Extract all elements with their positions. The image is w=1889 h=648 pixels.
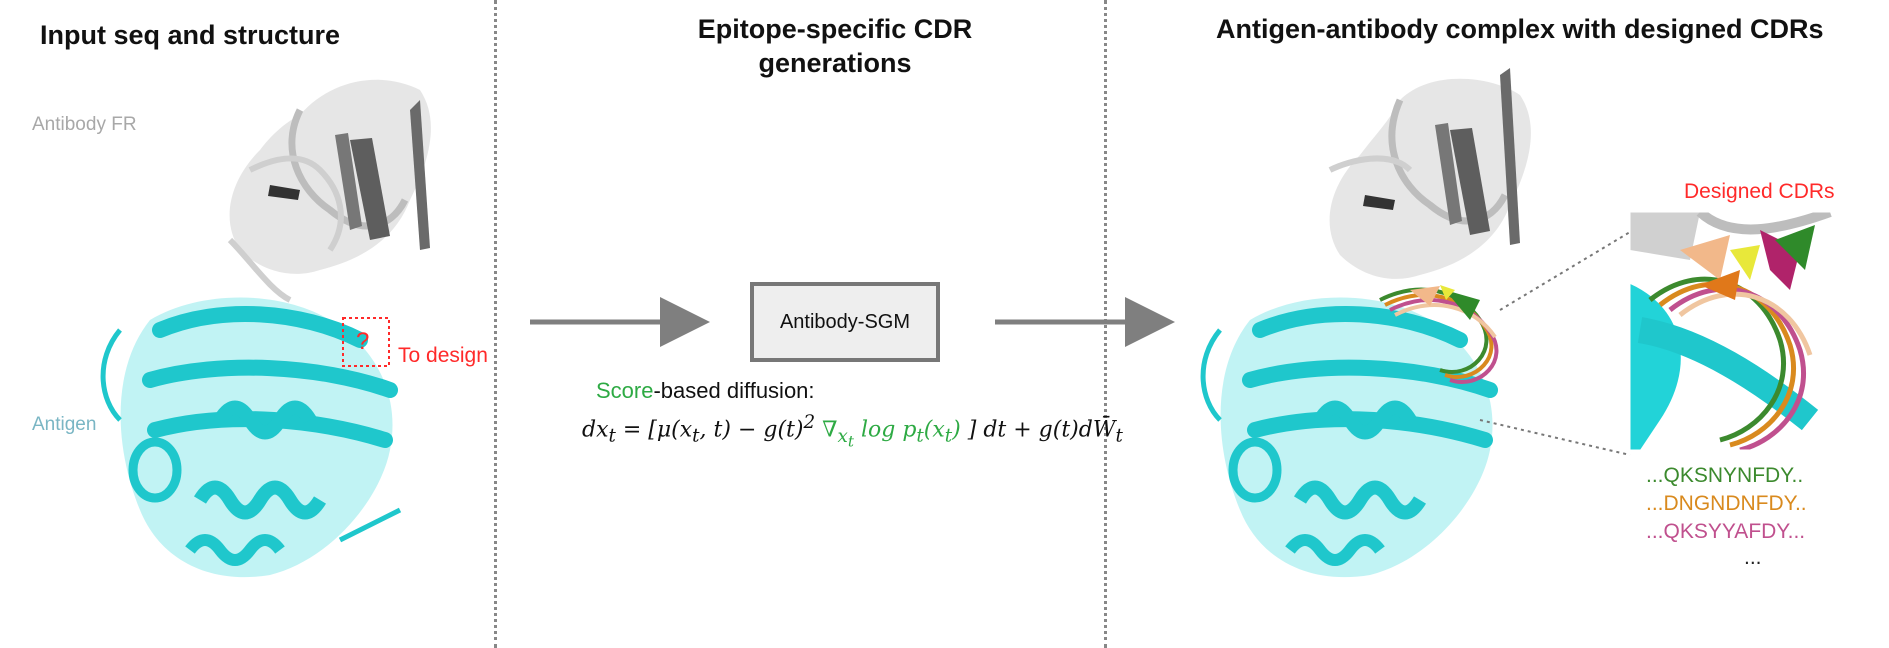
input-antigen-structure	[100, 297, 402, 578]
eq-log: log p	[853, 417, 917, 443]
eq-xt-sub: t	[692, 425, 700, 447]
diffusion-rest: -based diffusion:	[653, 378, 815, 403]
score-word: Score	[596, 378, 654, 403]
eq-arg-close: )	[952, 417, 961, 443]
eq-lhs-sub: t	[608, 425, 616, 447]
output-panel-title: Antigen-antibody complex with designed C…	[1216, 14, 1824, 44]
eq-log-sub: t	[916, 425, 924, 447]
input-panel-title: Input seq and structure	[40, 20, 341, 50]
eq-arg: (x	[923, 417, 945, 443]
eq-part3: ] dt + g(t)dW̄	[960, 417, 1116, 443]
eq-sup: 2	[803, 412, 816, 433]
to-design-label: To design	[398, 344, 488, 367]
eq-part1: = [μ(x	[615, 417, 693, 443]
sde-equation: dxt = [μ(xt, t) − g(t)2 ∇xt log pt(xt) ]…	[582, 412, 1123, 450]
sequence-ellipsis: ...	[1744, 546, 1762, 569]
score-diffusion-label: Score-based diffusion:	[596, 378, 815, 404]
question-mark: ?	[356, 328, 370, 355]
antibody-sgm-box: Antibody-SGM	[750, 282, 940, 362]
eq-grad-sub: xt	[837, 425, 854, 451]
generation-title-line1: Epitope-specific CDR	[697, 14, 973, 44]
generation-title-line2: generations	[758, 48, 912, 78]
eq-end-sub: t	[1115, 425, 1123, 447]
eq-arg-sub: t	[944, 425, 953, 447]
output-antibody-structure	[1328, 68, 1531, 279]
to-design-box	[342, 317, 390, 367]
designed-cdrs-label: Designed CDRs	[1684, 180, 1835, 203]
eq-grad: ∇	[815, 417, 838, 443]
input-antibody-structure	[227, 79, 431, 303]
generation-panel-title: Epitope-specific CDR generations	[640, 12, 1030, 80]
zoom-connector-top	[1499, 231, 1631, 311]
antibody-sgm-label: Antibody-SGM	[779, 310, 911, 333]
sequence-3: ...QKSYYAFDY...	[1646, 520, 1806, 543]
designed-cdr-loops	[1379, 285, 1499, 384]
antigen-label: Antigen	[32, 414, 97, 435]
eq-part2: , t) − g(t)	[699, 417, 804, 443]
zoom-connector-bottom	[1479, 419, 1631, 456]
sequence-1: ...QKSNYNFDY..	[1646, 464, 1804, 487]
sequence-2: ...DNGNDNFDY..	[1646, 492, 1807, 515]
output-antigen-structure	[1200, 297, 1498, 578]
left-divider	[494, 0, 497, 648]
eq-lhs: dx	[582, 417, 609, 443]
antibody-fr-label: Antibody FR	[32, 114, 137, 135]
designed-cdrs-inset	[1630, 212, 1850, 450]
